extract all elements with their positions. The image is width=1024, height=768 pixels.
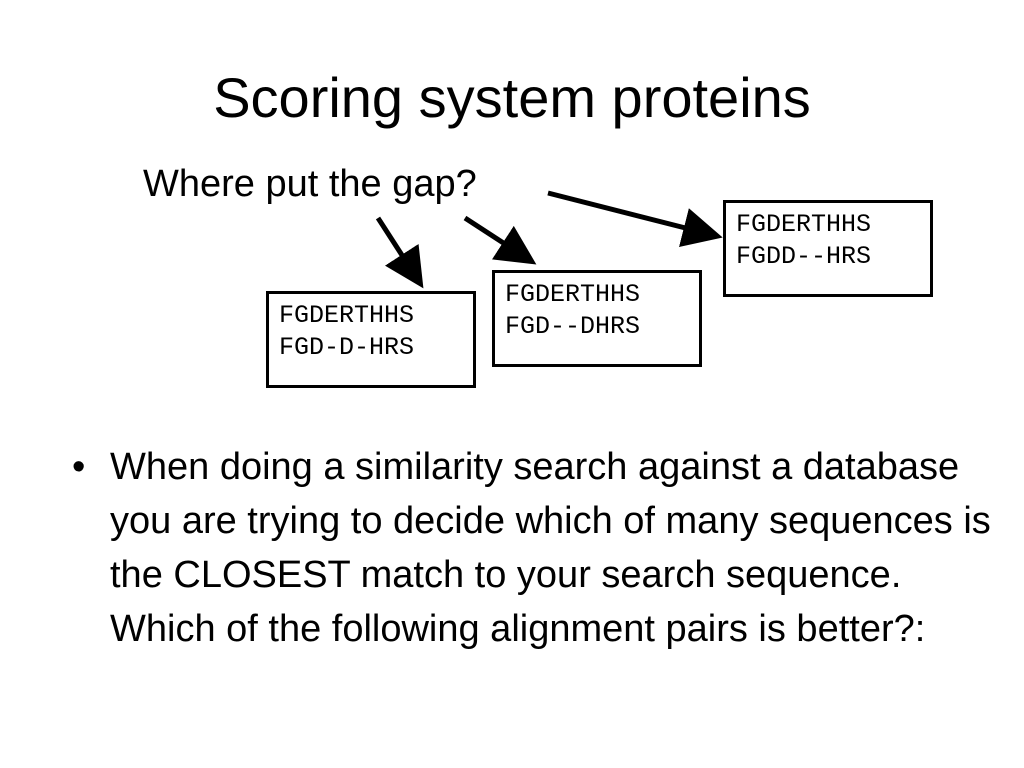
alignment-c-top-sequence: FGDERTHHS <box>736 210 872 239</box>
alignment-box-b: FGDERTHHS FGD--DHRS <box>492 270 702 367</box>
alignment-a-top-sequence: FGDERTHHS <box>279 301 415 330</box>
gap-question: Where put the gap? <box>143 163 477 205</box>
alignment-box-c: FGDERTHHS FGDD--HRS <box>723 200 933 297</box>
alignment-b-bottom-sequence: FGD--DHRS <box>505 312 641 341</box>
alignment-c-bottom-sequence: FGDD--HRS <box>736 242 872 271</box>
slide-title: Scoring system proteins <box>213 66 811 129</box>
arrow-to-alignment-a <box>375 216 424 289</box>
bullet-text: When doing a similarity search against a… <box>110 446 991 650</box>
bullet-item: • When doing a similarity search against… <box>72 440 992 656</box>
alignment-b-top-sequence: FGDERTHHS <box>505 280 641 309</box>
alignment-box-a: FGDERTHHS FGD-D-HRS <box>266 291 476 388</box>
arrow-to-alignment-c <box>547 190 723 247</box>
arrow-to-alignment-b <box>463 215 537 265</box>
bullet-marker: • <box>72 446 86 488</box>
alignment-a-bottom-sequence: FGD-D-HRS <box>279 333 415 362</box>
